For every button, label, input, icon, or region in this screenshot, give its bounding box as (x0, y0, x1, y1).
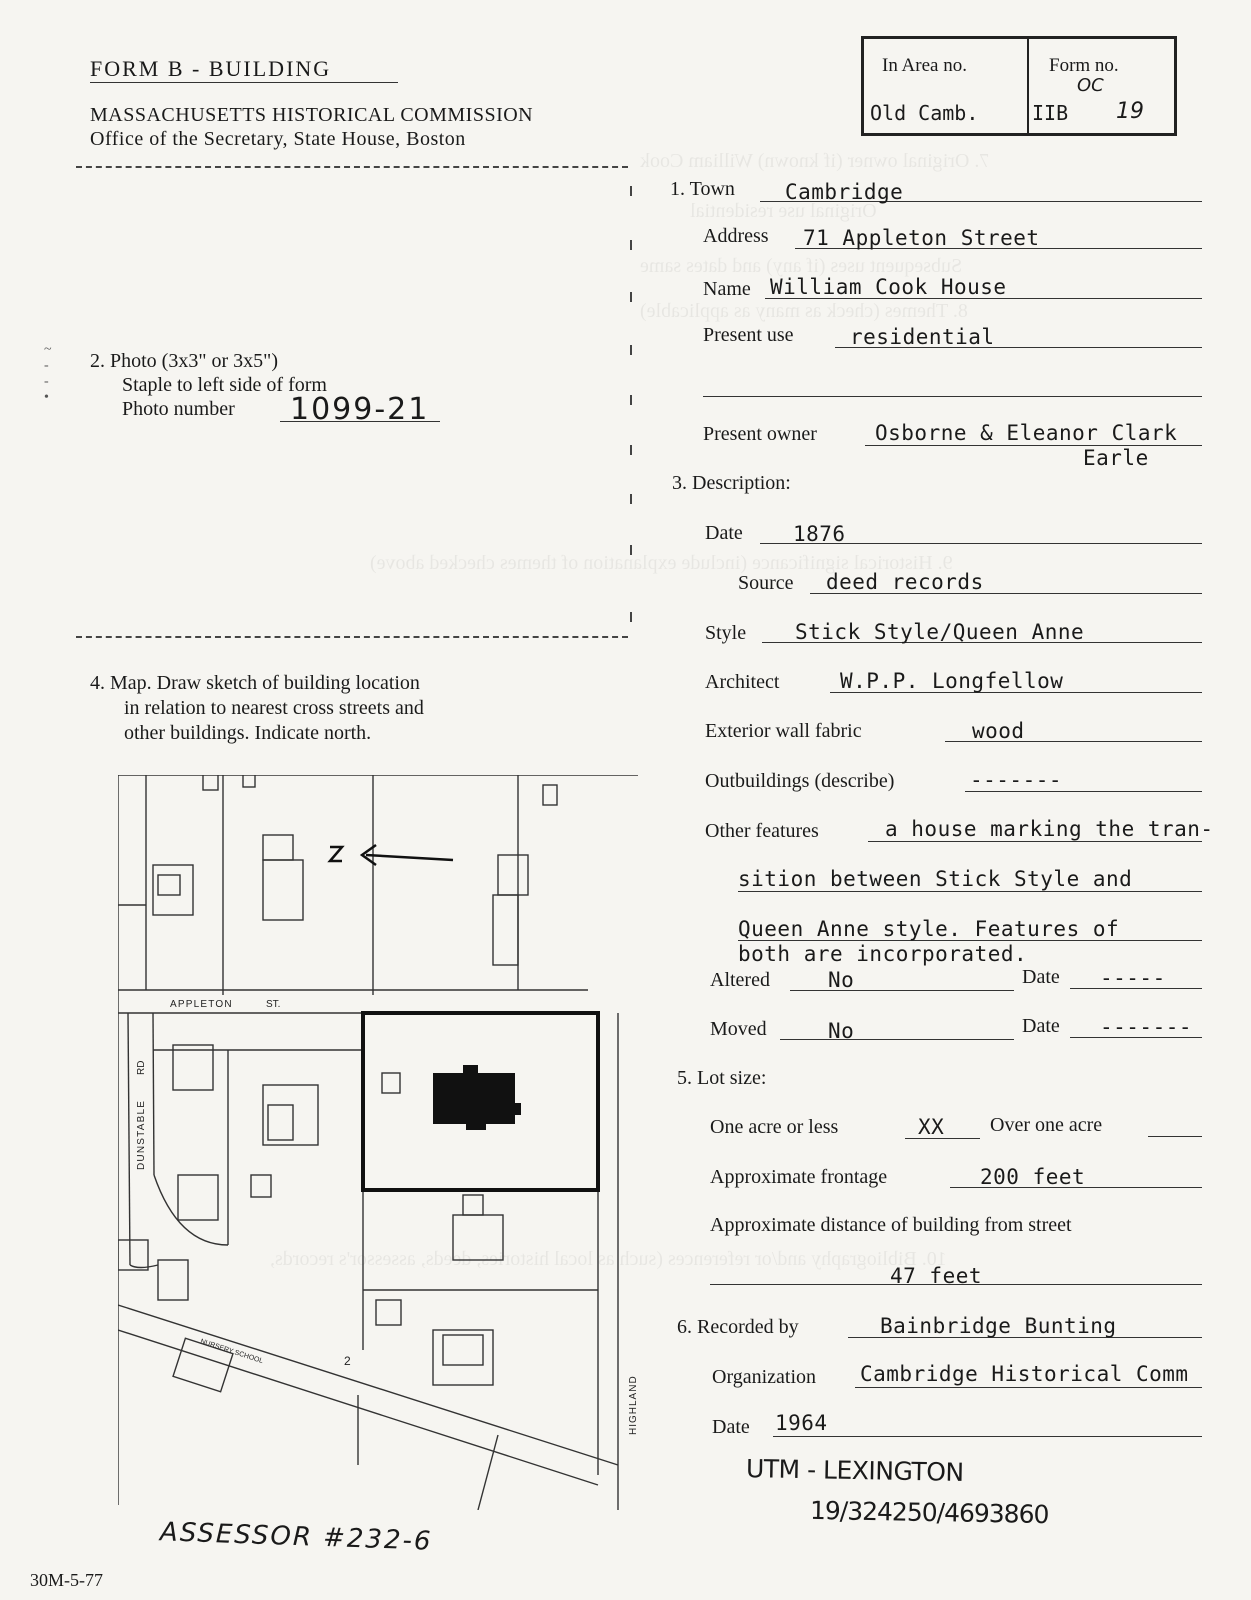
area-value: Old Camb. (870, 101, 979, 125)
other-features-field-1[interactable]: a house marking the tran- (885, 817, 1214, 841)
utm-note-1: UTM - LEXINGTON (745, 1454, 964, 1487)
outbuildings-label: Outbuildings (describe) (705, 770, 895, 792)
area-form-box: In Area no. Old Camb. Form no. OC IIB 19 (861, 36, 1177, 136)
date-field[interactable]: 1876 (793, 522, 846, 546)
altered-date-field[interactable]: ----- (1100, 966, 1166, 990)
area-label: In Area no. (882, 55, 967, 76)
source-field[interactable]: deed records (826, 570, 984, 594)
bleed-text-1: 7. Original owner (if known) William Coo… (640, 150, 990, 172)
present-owner-field-2[interactable]: Earle (1083, 446, 1149, 470)
north-arrow (327, 843, 454, 867)
altered-date-label: Date (1022, 966, 1060, 988)
address-label: Address (703, 225, 769, 247)
form-hand-top: OC (1077, 75, 1104, 96)
lot-size-label: 5. Lot size: (677, 1067, 767, 1089)
form-title: FORM B - BUILDING (90, 56, 332, 81)
moved-field[interactable]: No (828, 1019, 855, 1043)
present-use-field[interactable]: residential (850, 325, 995, 349)
frontage-field[interactable]: 200 feet (980, 1165, 1086, 1189)
form-hand-num: 19 (1116, 99, 1144, 124)
dunstable-label: DUNSTABLE (136, 1100, 147, 1170)
acre-less-label: One acre or less (710, 1116, 839, 1138)
other-features-field-3[interactable]: Queen Anne style. Features of (738, 917, 1120, 941)
photo-number-field[interactable]: 1099-21 (290, 392, 430, 427)
architect-field[interactable]: W.P.P. Longfellow (840, 669, 1064, 693)
recorded-by-label: 6. Recorded by (677, 1316, 799, 1338)
description-label: 3. Description: (672, 472, 791, 494)
lot-number: 2 (344, 1354, 351, 1368)
staple-marks: ~--• (44, 342, 52, 405)
style-label: Style (705, 622, 747, 644)
form-label: Form no. (1049, 55, 1119, 76)
architect-label: Architect (705, 671, 780, 693)
organization-field[interactable]: Cambridge Historical Comm (860, 1362, 1189, 1386)
assessor-note: ASSESSOR #232-6 (159, 1517, 433, 1557)
commission-name: MASSACHUSETTS HISTORICAL COMMISSION (90, 104, 534, 126)
acre-less-field[interactable]: XX (918, 1115, 945, 1139)
map-instruction-2: other buildings. Indicate north. (124, 722, 372, 744)
map-heading: 4. Map. Draw sketch of building location (90, 672, 420, 694)
dunstable-rd-label: RD (136, 1061, 147, 1075)
style-field[interactable]: Stick Style/Queen Anne (795, 620, 1085, 644)
other-features-field-4[interactable]: both are incorporated. (738, 942, 1028, 966)
other-features-label: Other features (705, 820, 819, 842)
town-label: 1. Town (670, 178, 735, 200)
footer-code: 30M-5-77 (30, 1570, 103, 1590)
moved-label: Moved (710, 1018, 767, 1040)
recorded-date-label: Date (712, 1416, 750, 1438)
date-label: Date (705, 522, 743, 544)
form-prefix: IIB (1032, 101, 1069, 125)
nursery-label: NURSERY SCHOOL (199, 1338, 264, 1365)
altered-label: Altered (710, 969, 770, 991)
location-map: APPLETON ST. DUNSTABLE RD HIGHLAND NURSE… (118, 775, 638, 1510)
bleed-text-4: 8. Themes (check as many as applicable) (640, 300, 968, 322)
organization-label: Organization (712, 1366, 817, 1388)
altered-field[interactable]: No (828, 968, 855, 992)
present-owner-field[interactable]: Osborne & Eleanor Clark (875, 421, 1178, 445)
photo-heading: 2. Photo (3x3" or 3x5") (90, 350, 278, 372)
office-address: Office of the Secretary, State House, Bo… (90, 128, 466, 150)
wall-fabric-field[interactable]: wood (972, 719, 1025, 743)
wall-fabric-label: Exterior wall fabric (705, 720, 862, 742)
utm-note-2: 19/324250/4693860 (809, 1495, 1049, 1530)
photo-number-label: Photo number (122, 398, 235, 420)
photo-instruction: Staple to left side of form (122, 374, 327, 396)
distance-field[interactable]: 47 feet (890, 1264, 983, 1288)
address-field[interactable]: 71 Appleton Street (803, 226, 1040, 250)
subject-parcel (361, 1011, 600, 1192)
highland-label: HIGHLAND (628, 1375, 638, 1435)
moved-date-field[interactable]: ------- (1100, 1015, 1193, 1039)
appleton-st-label: ST. (266, 999, 280, 1010)
appleton-label: APPLETON (170, 999, 233, 1010)
present-use-label: Present use (703, 324, 794, 346)
town-field[interactable]: Cambridge (785, 180, 904, 204)
name-label: Name (703, 278, 751, 300)
outbuildings-field[interactable]: ------- (970, 768, 1063, 792)
source-label: Source (738, 572, 794, 594)
present-owner-label: Present owner (703, 423, 817, 445)
other-features-field-2[interactable]: sition between Stick Style and (738, 867, 1133, 891)
frontage-label: Approximate frontage (710, 1166, 888, 1188)
moved-date-label: Date (1022, 1015, 1060, 1037)
recorded-date-field[interactable]: 1964 (775, 1411, 828, 1435)
acre-over-label: Over one acre (990, 1114, 1103, 1136)
subject-house (433, 1065, 521, 1130)
map-instruction-1: in relation to nearest cross streets and (124, 697, 424, 719)
recorded-by-field[interactable]: Bainbridge Bunting (880, 1314, 1117, 1338)
distance-label: Approximate distance of building from st… (710, 1214, 1072, 1236)
name-field[interactable]: William Cook House (770, 275, 1007, 299)
